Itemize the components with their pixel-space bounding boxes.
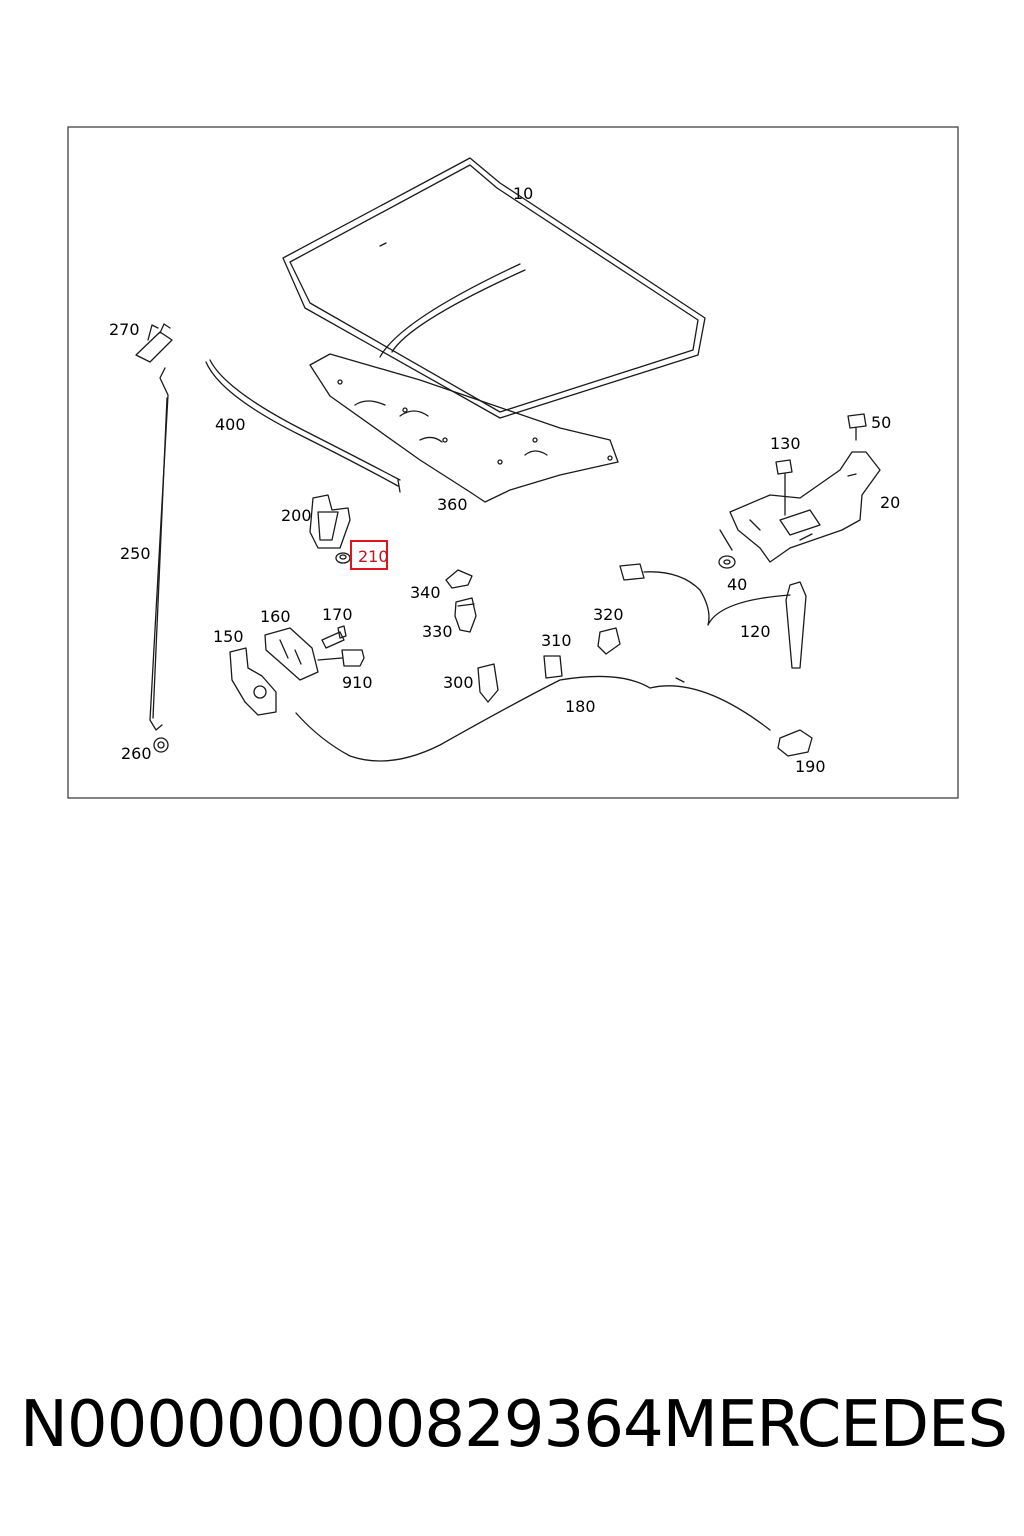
callout-150[interactable]: 150	[213, 627, 244, 646]
hood-part	[282, 157, 706, 419]
callout-250[interactable]: 250	[120, 544, 151, 563]
callout-210[interactable]: 210	[358, 547, 389, 566]
part-number: N000000000829364	[20, 1388, 664, 1462]
callout-120[interactable]: 120	[740, 622, 771, 641]
clip-300-part	[477, 663, 499, 703]
callout-310[interactable]: 310	[541, 631, 572, 650]
buffer-330-part	[454, 597, 477, 633]
callout-330[interactable]: 330	[422, 622, 453, 641]
clip-910-part	[317, 649, 365, 667]
callout-10[interactable]: 10	[513, 184, 533, 203]
callout-300[interactable]: 300	[443, 673, 474, 692]
callout-360[interactable]: 360	[437, 495, 468, 514]
grommet-260-part	[153, 737, 169, 753]
callout-50[interactable]: 50	[871, 413, 891, 432]
washer-340-part	[445, 569, 473, 589]
footer: N000000000829364 MERCEDES	[20, 1380, 1008, 1470]
bracket-200-part	[309, 494, 351, 549]
callout-200[interactable]: 200	[281, 506, 312, 525]
insulation-mat-part	[309, 353, 619, 503]
callout-170[interactable]: 170	[322, 605, 353, 624]
diagram-frame	[67, 126, 959, 799]
callout-20[interactable]: 20	[880, 493, 900, 512]
brand-name: MERCEDES	[662, 1388, 1008, 1462]
callout-910[interactable]: 910	[342, 673, 373, 692]
prop-rod-part	[149, 367, 169, 731]
callout-160[interactable]: 160	[260, 607, 291, 626]
holder-320-part	[597, 627, 621, 655]
callout-340[interactable]: 340	[410, 583, 441, 602]
holder-310-part	[543, 655, 563, 679]
callout-210-highlight	[350, 540, 388, 570]
nut-210-part	[335, 552, 351, 564]
bolt-170-part	[321, 625, 347, 649]
bolt-50-part	[847, 413, 867, 441]
bracket-270-part	[135, 323, 173, 363]
callout-labels: 10 20 40 50 120 130 150 160 170 180 190 …	[109, 184, 900, 776]
hinge-20-part	[729, 451, 881, 563]
callout-400[interactable]: 400	[215, 415, 246, 434]
seal-strip-part	[205, 359, 401, 493]
washer-40-part	[718, 529, 736, 569]
handle-190-part	[777, 729, 813, 757]
callout-320[interactable]: 320	[593, 605, 624, 624]
release-cable-part	[295, 675, 771, 762]
callout-40[interactable]: 40	[727, 575, 747, 594]
cable-120-part	[619, 563, 807, 669]
lock-160-part	[264, 627, 319, 681]
callout-260[interactable]: 260	[121, 744, 152, 763]
callout-180[interactable]: 180	[565, 697, 596, 716]
callout-130[interactable]: 130	[770, 434, 801, 453]
callout-190[interactable]: 190	[795, 757, 826, 776]
lever-150-part	[229, 647, 277, 716]
callout-270[interactable]: 270	[109, 320, 140, 339]
nut-130-part	[775, 459, 793, 516]
